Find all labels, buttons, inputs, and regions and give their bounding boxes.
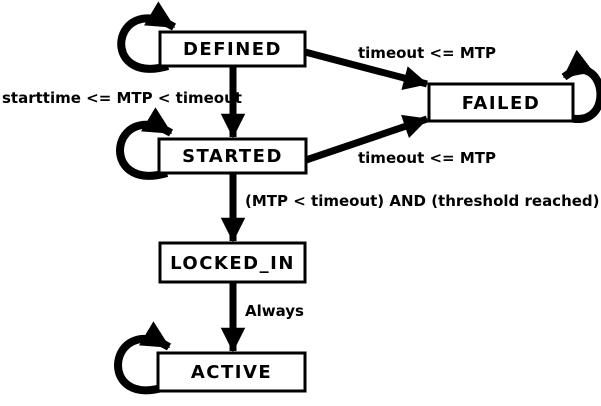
state-started: STARTED bbox=[157, 137, 308, 175]
state-active: ACTIVE bbox=[156, 351, 307, 393]
state-failed: FAILED bbox=[427, 82, 575, 123]
transition-defined-to-started-label: starttime <= MTP < timeout bbox=[2, 89, 242, 107]
state-active-label: ACTIVE bbox=[191, 362, 272, 383]
state-locked-in: LOCKED_IN bbox=[158, 241, 307, 284]
transition-defined-to-failed-label: timeout <= MTP bbox=[358, 44, 496, 62]
self-loop-active-arrow bbox=[114, 321, 172, 395]
state-defined-label: DEFINED bbox=[183, 39, 282, 60]
state-started-box bbox=[157, 137, 308, 175]
self-loop-failed-arrow bbox=[561, 49, 601, 123]
state-locked-in-box bbox=[158, 241, 307, 284]
transition-lockedin-to-active-label: Always bbox=[245, 302, 304, 320]
transition-started-to-failed-arrow bbox=[304, 114, 429, 164]
state-defined: DEFINED bbox=[158, 30, 307, 68]
transition-defined-to-failed-arrow bbox=[304, 48, 429, 90]
state-active-box bbox=[156, 351, 307, 393]
transition-started-to-failed-label: timeout <= MTP bbox=[358, 149, 496, 167]
self-loop-defined-arrow bbox=[117, 1, 177, 73]
state-defined-box bbox=[158, 30, 307, 68]
self-loop-started-arrow bbox=[116, 107, 174, 180]
state-started-label: STARTED bbox=[182, 146, 283, 167]
state-failed-label: FAILED bbox=[462, 93, 541, 114]
transition-started-to-lockedin-label: (MTP < timeout) AND (threshold reached) bbox=[245, 192, 600, 210]
state-locked-in-label: LOCKED_IN bbox=[170, 253, 295, 274]
state-failed-box bbox=[427, 82, 575, 123]
